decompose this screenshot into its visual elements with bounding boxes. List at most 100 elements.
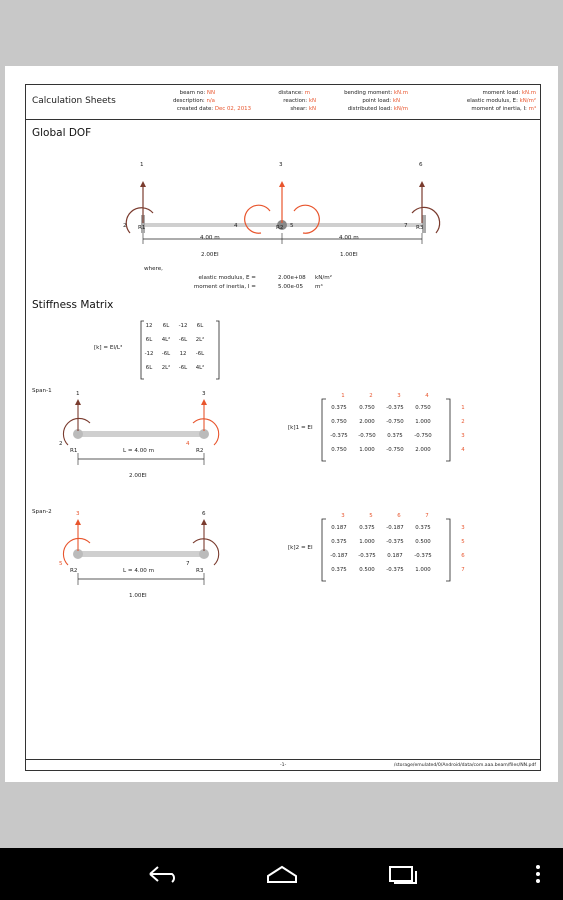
span2-support-r2: R2 <box>70 568 78 574</box>
reaction-unit: kN <box>308 98 316 104</box>
span1-matrix-brackets <box>321 398 451 462</box>
span1-matrix-cell: 2.000 <box>359 419 375 425</box>
span1-length: L = 4.00 m <box>123 448 155 454</box>
span1-ei: 2.00EI <box>129 473 147 479</box>
header-col-units1: distance: m reaction: kN shear: kN <box>254 89 316 113</box>
recent-apps-icon <box>389 866 417 884</box>
overflow-menu-button[interactable] <box>530 862 546 886</box>
distributed-load-label: distributed load: <box>347 106 393 112</box>
moment-of-inertia-value: 5.00e-05 <box>278 284 304 290</box>
span2-matrix-cell: 0.375 <box>359 525 375 531</box>
span1-ei: 2.00EI <box>201 252 219 258</box>
span2-matrix-cell: 0.375 <box>415 525 431 531</box>
fixed-support-right <box>422 215 426 233</box>
span2-matrix-cell: 0.500 <box>415 539 431 545</box>
header-col-beam: beam no: NN description: n/a created dat… <box>146 89 251 113</box>
recent-apps-button[interactable] <box>382 862 422 886</box>
moment-load-label: moment load: <box>482 90 521 96</box>
elastic-modulus-unit: kN/m² <box>519 98 536 104</box>
span1-label: Span-1 <box>32 388 52 394</box>
span2-col-header: 3 <box>341 513 345 519</box>
span1-beam <box>78 431 204 437</box>
dof-2-rotation <box>125 207 154 234</box>
span2-right-node <box>199 549 209 559</box>
span1-dof3-arrow <box>201 399 207 431</box>
dimension-line <box>142 233 423 244</box>
generic-matrix-brackets <box>140 320 220 380</box>
moment-of-inertia-label: moment of inertia, I: <box>471 106 527 112</box>
header-col-units2: bending moment: kN.m point load: kN dist… <box>318 89 408 113</box>
sheet-header: Calculation Sheets beam no: NN descripti… <box>26 85 540 120</box>
moment-of-inertia-unit: m⁴ <box>528 106 536 112</box>
fixed-support-left <box>141 215 145 233</box>
span2-diagram <box>62 519 220 585</box>
span2-matrix-cell: 0.375 <box>331 567 347 573</box>
dof-label-5: 5 <box>290 223 294 229</box>
beam-no-value: NN <box>206 90 215 96</box>
span1-matrix-cell: 0.375 <box>387 433 403 439</box>
moment-load-unit: kN.m <box>521 90 536 96</box>
span2-row-header: 6 <box>461 553 465 559</box>
generic-matrix-cell: 2L² <box>161 365 171 371</box>
span1-col-header: 4 <box>425 393 429 399</box>
span2-label: Span-2 <box>32 509 52 515</box>
dof-label-7: 7 <box>404 223 408 229</box>
span2-matrix-cell: -0.187 <box>330 553 348 559</box>
shear-label: shear: <box>290 106 308 112</box>
span2-matrix-cell: -0.375 <box>386 539 404 545</box>
span1-dof-label-2: 2 <box>59 441 63 447</box>
dof-label-4: 4 <box>234 223 238 229</box>
moment-of-inertia-unit-eq: m⁴ <box>315 284 323 290</box>
span1-col-header: 1 <box>341 393 345 399</box>
span1-matrix-cell: 1.000 <box>359 447 375 453</box>
stiffness-matrix-title: Stiffness Matrix <box>32 299 114 311</box>
span1-row-header: 2 <box>461 419 465 425</box>
created-date-value: Dec 02, 2013 <box>214 106 251 112</box>
span1-matrix-cell: 1.000 <box>415 419 431 425</box>
generic-matrix-lhs: [k] = EI/L³ <box>94 345 123 351</box>
android-nav-bar <box>0 848 563 900</box>
home-button[interactable] <box>262 862 302 886</box>
span1-dof-label-1: 1 <box>76 391 80 397</box>
span1-matrix-cell: -0.750 <box>386 447 404 453</box>
generic-matrix-cell: -12 <box>178 323 188 329</box>
back-button[interactable] <box>142 862 182 886</box>
generic-matrix-cell: 6L <box>196 323 204 329</box>
span1-left-node <box>73 429 83 439</box>
distance-unit: m <box>304 90 310 96</box>
span2-dof3-arrow <box>75 519 81 551</box>
file-path: /storage/emulated/0/Android/data/com.aaa… <box>393 763 536 768</box>
distance-label: distance: <box>278 90 304 96</box>
beam-no-label: beam no: <box>179 90 206 96</box>
span2-support-r3: R3 <box>196 568 204 574</box>
support-r3: R3 <box>416 225 424 231</box>
span2-col-header: 6 <box>397 513 401 519</box>
span1-matrix-cell: -0.375 <box>386 405 404 411</box>
created-date-label: created date: <box>176 106 214 112</box>
page-number: -1- <box>280 763 287 768</box>
generic-matrix-cell: 12 <box>145 323 153 329</box>
span1-dof4-rotation <box>192 418 220 446</box>
span2-length: L = 4.00 m <box>123 568 155 574</box>
elastic-modulus-label: elastic modulus, E: <box>466 98 518 104</box>
span2-col-header: 5 <box>369 513 373 519</box>
dof-3-arrow <box>279 181 285 223</box>
span1-dof1-arrow <box>75 399 81 431</box>
shear-unit: kN <box>308 106 316 112</box>
where-label: where, <box>144 266 163 272</box>
span2-row-header: 5 <box>461 539 465 545</box>
span2-dof5-rotation <box>62 537 91 566</box>
dof-label-2: 2 <box>123 223 127 229</box>
dof-7-rotation <box>411 206 441 234</box>
span1-right-node <box>199 429 209 439</box>
span2-row-header: 3 <box>461 525 465 531</box>
span1-dof2-rotation <box>62 417 91 446</box>
dof-label-3: 3 <box>279 162 283 168</box>
span2-dof7-rotation <box>192 538 220 566</box>
generic-matrix-cell: 6L <box>145 365 153 371</box>
span1-matrix-lhs: [k]1 = EI <box>288 425 313 431</box>
span2-dof-label-3: 3 <box>76 511 80 517</box>
span2-ei: 1.00EI <box>129 593 147 599</box>
span2-ei: 1.00EI <box>340 252 358 258</box>
span1-col-header: 3 <box>397 393 401 399</box>
